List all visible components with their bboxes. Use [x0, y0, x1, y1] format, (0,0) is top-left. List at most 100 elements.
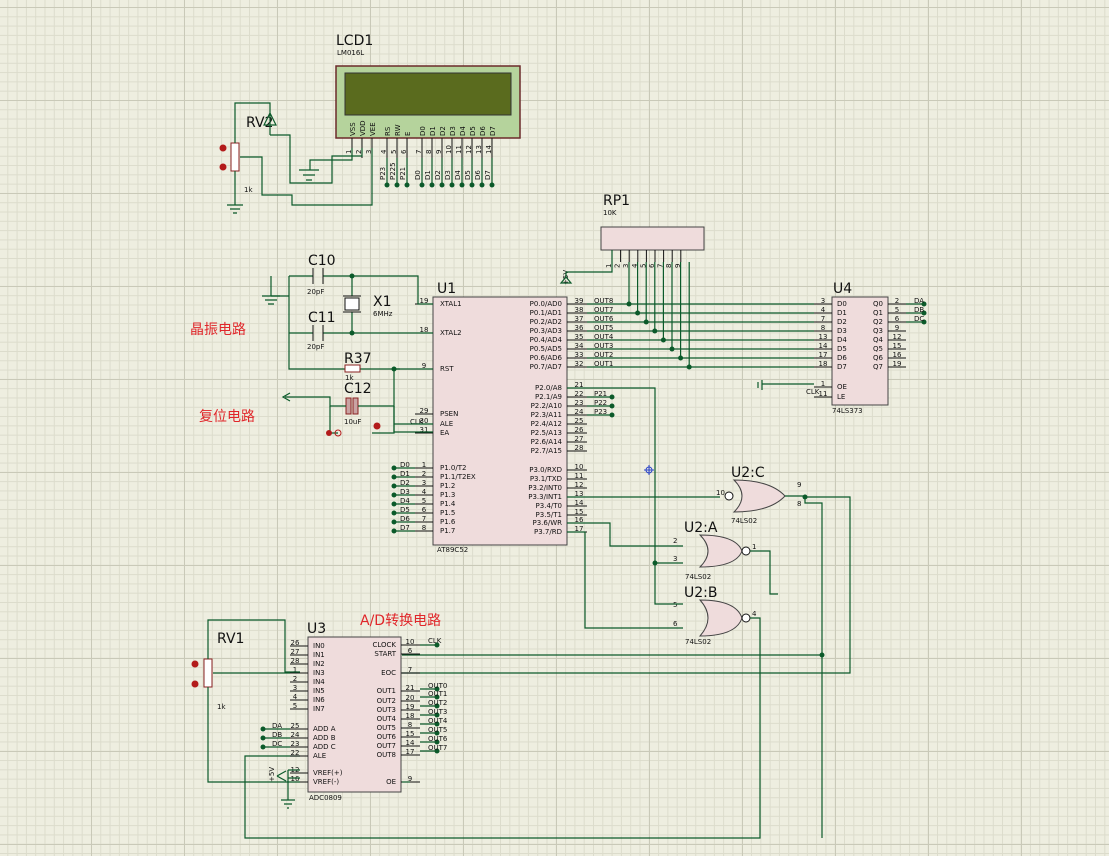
u3-pin-number: 8	[408, 721, 412, 729]
u3-pin-number: 1	[293, 666, 297, 674]
u4-pin-number: 2	[895, 297, 899, 305]
x1-body	[344, 297, 360, 311]
u1-pin-number: 12	[575, 481, 584, 489]
u4-pin-name: Q3	[873, 327, 883, 335]
u1-pin-name: EA	[440, 429, 449, 437]
p1-junction	[391, 474, 397, 480]
u4-pin-number: 19	[893, 360, 902, 368]
c12-label: C12	[344, 381, 372, 397]
u2b-pin-number: 5	[673, 601, 677, 609]
u1-pin-name: P3.0/RXD	[529, 466, 562, 474]
junction	[391, 366, 397, 372]
u1-pin-number: 17	[575, 525, 584, 533]
p0-junction	[660, 337, 666, 343]
rv1-potentiometer[interactable]: RV1 1k	[191, 631, 245, 711]
u4-pin-name: Q6	[873, 354, 884, 362]
u3-addr-junction	[260, 744, 266, 750]
u3-out-net: OUT7	[428, 744, 447, 752]
reset-circuit-label: 复位电路	[199, 408, 255, 425]
u3-pin-number: 28	[291, 657, 300, 665]
u3-vref-ground	[281, 769, 300, 809]
u1-pin-name: ALE	[440, 420, 453, 428]
rp1-pin-number: 4	[631, 263, 639, 268]
lcd-pin-name: RS	[384, 126, 392, 136]
lcd-net-junction	[479, 182, 485, 188]
junction	[349, 330, 355, 336]
lcd-pin-number: 12	[465, 145, 473, 154]
u1-pin-name: P1.6	[440, 518, 456, 526]
u1-pin-name: XTAL1	[440, 300, 462, 308]
u1-pin-number: 9	[422, 362, 426, 370]
reset-circuit[interactable]: R37 1k C12 10uF	[281, 351, 400, 437]
u1-pin-number: 18	[420, 326, 429, 334]
reset-plus5v-arrow	[281, 392, 291, 402]
rp1-body	[600, 226, 705, 251]
u1-pin-number: 27	[575, 435, 584, 443]
rv2-potentiometer[interactable]: RV2 1k	[219, 115, 274, 194]
u2c-pin-number: 9	[797, 481, 801, 489]
u4-pin-number: 4	[821, 306, 826, 314]
u3-plus5v-arrow	[276, 770, 287, 782]
lcd-net-junction	[449, 182, 455, 188]
u3-pin-name: OUT7	[377, 742, 396, 750]
u1-pin-name: P0.5/AD5	[530, 345, 562, 353]
rv2-ground	[227, 171, 243, 214]
u3-part: ADC0809	[309, 794, 342, 802]
u3-pin-name: IN3	[313, 669, 325, 677]
u2a-label: U2:A	[684, 520, 718, 536]
lcd-net-label: D4	[454, 170, 462, 180]
lcd-pin-name: D1	[429, 126, 437, 136]
lcd-pin-name: D3	[449, 126, 457, 136]
u3-out-junction	[434, 686, 440, 692]
u4-pin-name: LE	[837, 393, 845, 401]
reset-wire	[285, 368, 400, 407]
u2a-nor-gate[interactable]: U2:A 74LS02	[684, 520, 751, 581]
lcd-pin-number: 11	[455, 145, 463, 154]
lcd1-component[interactable]: LCD1 LM016L VSS1VDD2VEE3RS4P23RW5P225E6P…	[335, 33, 521, 188]
u4-pin-number: 15	[893, 342, 902, 350]
crystal-circuit[interactable]: C10 20pF C11 20pF X1 6MHz	[262, 253, 433, 370]
reset-button-knob[interactable]	[373, 422, 381, 430]
u4-pin-name: Q1	[873, 309, 883, 317]
u2b-nor-gate[interactable]: U2:B 74LS02	[684, 585, 751, 646]
u3-pin-name: ALE	[313, 752, 326, 760]
lcd-pin-name: D6	[479, 126, 487, 136]
u1-pin-number: 22	[575, 390, 584, 398]
u3-body	[307, 636, 402, 793]
junction	[434, 642, 440, 648]
u3-addr-net: DC	[272, 740, 282, 748]
u1-p2-junction	[609, 403, 615, 409]
u1-pin-number: 4	[422, 488, 427, 496]
lcd-pin-number: 8	[425, 150, 433, 154]
lcd-pin-name: D5	[469, 126, 477, 136]
u3-pin-number: 24	[291, 731, 300, 739]
u1-pin-number: 26	[575, 426, 584, 434]
u1-pin-number: 6	[422, 506, 427, 514]
u4-out-net: DA	[914, 297, 924, 305]
lcd-pin-name: E	[404, 132, 412, 136]
u2a-bubble	[741, 546, 751, 556]
lcd-pin-name: D2	[439, 126, 447, 136]
lcd1-label: LCD1	[336, 33, 373, 49]
u2c-nor-gate[interactable]: U2:C 74LS02	[724, 465, 786, 525]
u2b-part: 74LS02	[685, 638, 711, 646]
u1-pin-number: 16	[575, 516, 584, 524]
rv1-label: RV1	[217, 631, 244, 647]
u1-pin-number: 21	[575, 381, 584, 389]
u3-addr-net: DB	[272, 731, 282, 739]
u3-pin-name: VREF(+)	[313, 769, 343, 777]
p1-net-label: D5	[400, 506, 410, 514]
u1-pin-number: 35	[575, 333, 584, 341]
u3-pin-number: 17	[406, 748, 415, 756]
u3-pin-number: 2	[293, 675, 297, 683]
u3-pin-name: IN6	[313, 696, 325, 704]
u4-pin-name: D4	[837, 336, 847, 344]
u1-pin-name: P1.3	[440, 491, 455, 499]
